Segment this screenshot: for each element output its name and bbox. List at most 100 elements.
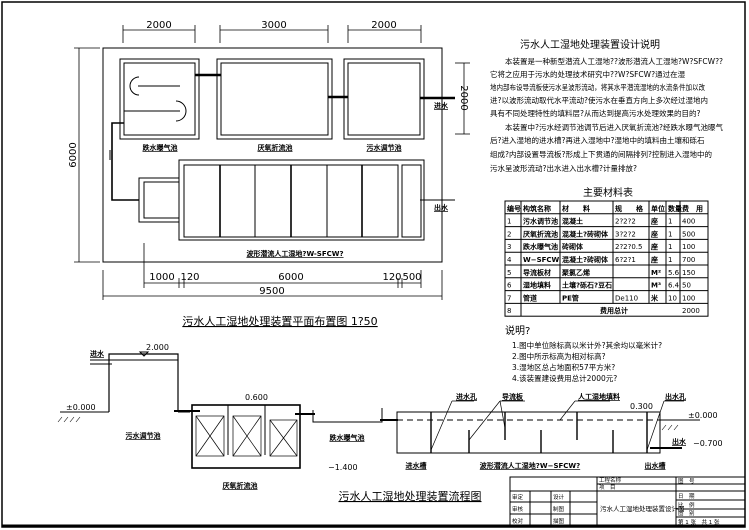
table-cell: 座 [651,255,658,264]
description-line: 进?以波形流动取代水平流动?使污水在垂直方向上多次经过湿地内 [490,95,708,105]
tb-field: 审核 [512,505,524,513]
table-cell: 座 [651,229,658,238]
table-cell: 8 [507,307,511,315]
table-cell: 砖砌体 [562,242,584,251]
label-outlet-tank: 出水槽 [645,461,666,470]
label-wetland: 波形潜流人工湿地?W-SFCW? [246,249,343,258]
table-cell: 导流板材 [523,268,551,277]
regulating-tank-section [108,353,179,412]
tb-right-field: 图 别 [678,509,695,517]
label-anaerobic-section: 厌氧折流池 [223,481,258,490]
table-cell: 米 [650,293,659,302]
table-header: 数量 [668,204,682,213]
description-line: 后?进入湿地的进水槽?再进入湿地中?湿地中的填料由土壤和砾石 [490,135,705,145]
table-cell: 500 [682,230,695,238]
table-cell: 聚氯乙烯 [561,268,590,277]
table-cell: M² [651,269,661,277]
table-header: 构筑名称 [523,204,551,213]
dim-top-1: 2000 [146,20,171,31]
label-inlet-tank: 进水槽 [406,461,427,470]
dim-bottom-5: 500 [402,272,421,283]
dim-total: 9500 [259,286,284,297]
description-line: 本装置是一种新型潜流人工湿地??波形潜流人工湿地?W?SFCW?? [490,56,723,66]
table-header: 单位 [651,204,665,213]
table-cell: 土壤?砾石?豆石 [562,281,612,290]
notes-title: 说明? [505,324,530,337]
table-cell: 2?2?2 [615,218,636,226]
table-cell: 400 [682,218,695,226]
table-cell: 混凝土?砖砌体 [562,229,609,238]
plan-title: 污水人工湿地处理装置平面布置图 1?50 [182,315,377,328]
elev-outlet: −0.700 [693,439,723,448]
table-cell: W−SFCW [523,256,560,264]
table-cell: 混凝土?砖砌体 [562,255,609,264]
tb-field: 设计 [553,493,565,501]
table-cell: 3?2?2 [615,230,636,238]
table-cell: 1 [507,218,511,226]
description-line: 污水呈波形流动?出水进入出水槽?计量排放? [490,163,637,173]
label-outlet-hole: 出水孔 [665,392,686,401]
tb-item: 项 目 [599,484,616,491]
design-description: 污水人工湿地处理装置设计说明 本装置是一种新型潜流人工湿地??波形潜流人工湿地?… [490,38,723,173]
tb-field: 校对 [512,517,524,525]
label-wetland-section: 波形潜流人工湿地?W−SFCW? [480,461,580,470]
tb-right-field: 第 1 张 共 1 张 [678,518,720,526]
notes: 说明? 1.图中单位除标高以米计外?其余均以毫米计? 2.图中所示标高为相对标高… [505,324,662,383]
anaerobic-tank-plan [216,58,333,140]
wetland-section [396,411,661,454]
plan-view: 2000 3000 2000 6000 2000 进水 出水 跌水曝气池 厌氧折… [68,20,470,328]
description-line: 组成?内部设置导流板?形成上下贯通的间隔排列?控制进入湿地中的 [490,149,712,159]
table-cell: 1 [668,256,672,264]
flow-outlet-label: 出水 [672,437,687,446]
table-cell: 700 [682,256,695,264]
table-cell: 4 [507,256,512,264]
note-item: 3.湿地区总占地面积57平方米? [512,362,615,372]
elev-bottom: −1.400 [328,463,358,472]
dim-right: 2000 [458,85,469,110]
materials-title: 主要材料表 [583,186,633,199]
dim-bottom-3: 6000 [278,272,303,283]
dim-bottom-4: 120 [382,272,401,283]
tb-field: 制图 [553,505,565,513]
table-cell: 100 [682,243,695,251]
table-cell: 150 [682,269,695,277]
description-line: 它将之应用于污水的处理技术研究中??W?SFCW?通过在湿 [490,69,686,79]
table-header: 规 格 [615,204,644,213]
elev-wetland: 0.300 [630,402,653,411]
table-cell: 费用总计 [600,306,628,315]
label-inlet-hole: 进水孔 [456,392,477,401]
tb-field: 审定 [512,493,524,501]
table-border [504,200,709,317]
table-cell: 6 [507,282,512,290]
label-baffle: 导流板 [502,392,524,401]
tb-project-name: 工程名称 [599,476,622,484]
flow-section: 进水 2.000 ±0.000 污水调节池 0.600 厌氧折流池 跌水曝气池 … [57,343,723,503]
dim-top-3: 2000 [371,20,396,31]
table-cell: 跌水曝气池 [523,242,558,251]
table-cell: 1 [668,243,672,251]
plan-outlet-label: 出水 [434,203,449,212]
description-line: 本装置中?污水经调节池调节后进入厌氧折流池?经跌水曝气池曝气 [490,122,723,132]
table-cell: 座 [651,217,658,226]
dim-top-2: 3000 [261,20,286,31]
label-filler: 人工湿地填料 [578,392,620,401]
label-anaerobic: 厌氧折流池 [258,143,293,152]
table-cell: 座 [651,242,658,251]
label-regulating: 污水调节池 [367,143,402,152]
label-aeration: 跌水曝气池 [143,143,178,152]
label-regulating-section: 污水调节池 [126,431,161,440]
table-cell: 100 [682,294,695,302]
flow-title: 污水人工湿地处理装置流程图 [339,489,482,503]
dim-bottom-2: 120 [180,272,199,283]
description-line: 具有不同处理特性的填料层?从而达到提高污水处理效果的目的? [490,108,700,118]
table-cell: 1 [668,218,672,226]
table-cell: 5 [507,269,511,277]
table-cell: PE管 [562,293,579,302]
table-cell: 2?2?0.5 [615,243,642,251]
table-cell: 10 [668,294,677,302]
table-cell: 7 [507,294,511,302]
description-line: 地内部布设导流板使污水呈波形流动，将其水平潜流湿地的水流条件加以改 [490,82,705,92]
table-cell: M³ [651,282,661,290]
table-cell: 混凝土 [562,217,583,226]
